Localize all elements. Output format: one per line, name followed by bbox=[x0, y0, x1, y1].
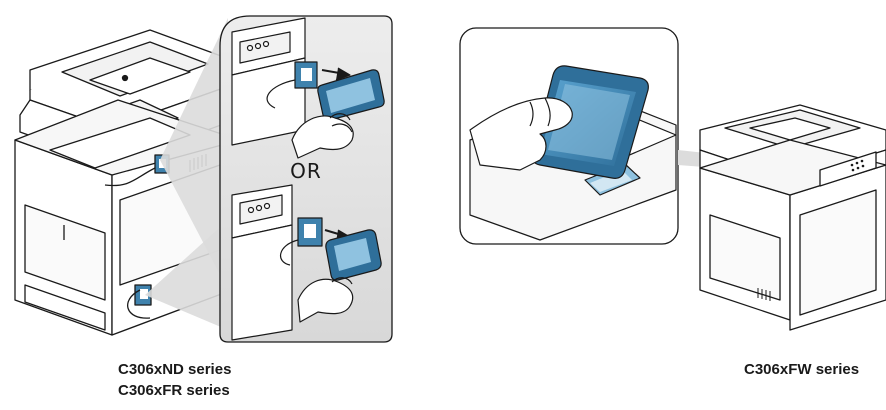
inset-or-label: OR bbox=[290, 159, 322, 183]
left-inset-panel: OR bbox=[220, 16, 392, 342]
caption-left-line1: C306xND series bbox=[118, 359, 231, 380]
caption-right: C306xFW series bbox=[744, 359, 886, 380]
right-printer bbox=[700, 105, 886, 330]
caption-left-line2: C306xFR series bbox=[118, 380, 230, 401]
right-inset-panel bbox=[460, 28, 678, 244]
